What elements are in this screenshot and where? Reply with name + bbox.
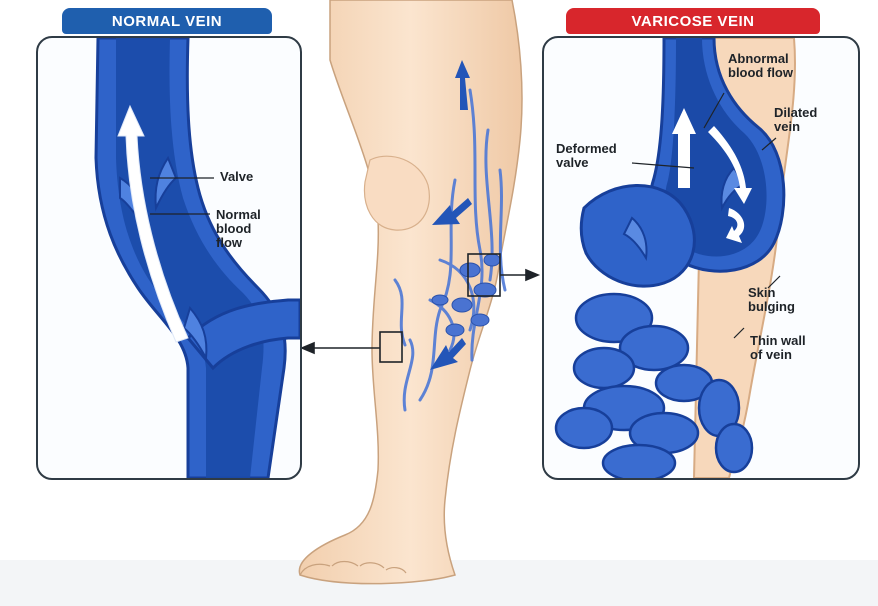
dilated-vein-label: Dilated vein	[774, 105, 818, 134]
normal-zoom-box	[379, 331, 403, 363]
skin-bulging-label: Skin bulging	[748, 285, 795, 314]
tortuous-veins	[554, 292, 754, 478]
abnormal-blood-flow-label: Abnormal blood flow	[728, 51, 793, 80]
leg-outline	[298, 0, 523, 585]
normal-vein-illustration	[94, 38, 300, 478]
varicose-vein-illustration	[554, 38, 797, 478]
normal-vein-branch	[185, 298, 300, 371]
deformed-valve-label: Deformed valve	[556, 141, 617, 170]
leg-flow-arrows	[430, 60, 472, 370]
valve-label: Valve	[220, 169, 254, 184]
normal-vein-panel: Valve Normal blood flow	[36, 36, 302, 480]
toes	[299, 560, 407, 576]
varicose-vein-title: VARICOSE VEIN	[566, 8, 820, 34]
knee-cap	[363, 155, 430, 231]
varicose-vein-panel: Abnormal blood flow Dilated vein Deforme…	[542, 36, 860, 480]
pointer-arrows	[299, 268, 541, 355]
thin-wall-label: Thin wall of vein	[750, 333, 806, 362]
normal-flow-arrow	[117, 104, 189, 343]
normal-vein-title: NORMAL VEIN	[62, 8, 272, 34]
normal-blood-flow-label: Normal blood flow	[216, 207, 261, 250]
varicose-leader-lines	[631, 92, 781, 339]
twisted-veins-cluster	[431, 253, 501, 337]
